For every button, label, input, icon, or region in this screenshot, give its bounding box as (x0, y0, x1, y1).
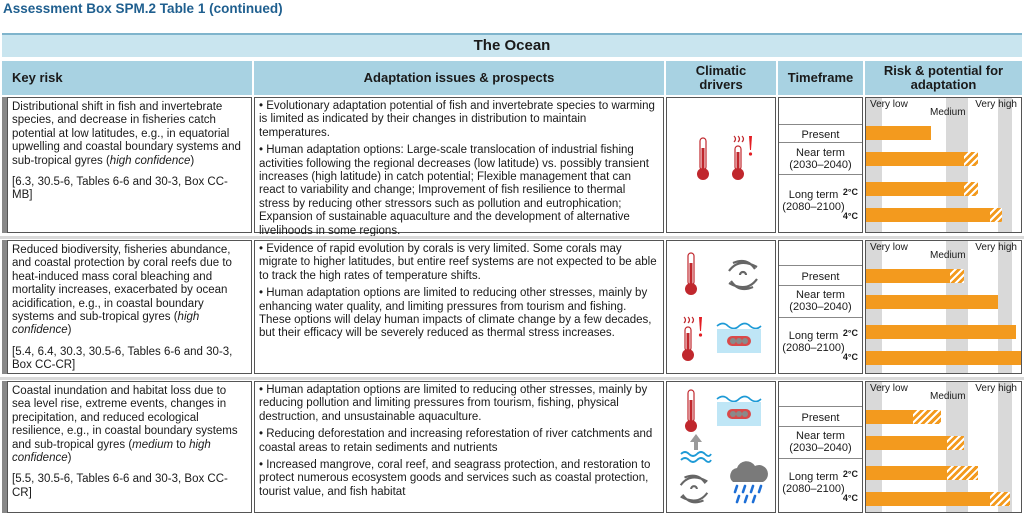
adaptation-point: • Human adaptation options: Large-scale … (259, 144, 649, 237)
adaptation-potential-long4 (990, 492, 1010, 506)
ocean-acidification-icon (716, 322, 762, 353)
extreme-temperature-icon (732, 135, 753, 180)
scale-medium: Medium (930, 107, 966, 118)
scale-very-low: Very low (870, 99, 908, 110)
risk-bar-long4 (866, 208, 990, 222)
timeframe-near-term: Near term (796, 147, 845, 159)
risk-bar-present (866, 269, 950, 283)
timeframe-present: Present (801, 129, 840, 141)
warming-trend-icon (685, 389, 697, 432)
adaptation-point: • Evolutionary adaptation potential of f… (259, 100, 655, 139)
cyclone-icon (679, 474, 709, 504)
drivers-cell-3 (666, 381, 776, 513)
risk-text: Reduced biodiversity, fisheries abundanc… (12, 244, 232, 337)
four-degree-label: 4°C (842, 352, 858, 362)
header-timeframe: Timeframe (778, 61, 863, 95)
scale-very-low: Very low (870, 242, 908, 253)
ocean-acidification-icon (716, 395, 762, 426)
timeframe-long-years: (2080–2100) (782, 342, 845, 354)
risk-panel-2: Very low Medium Very high (865, 240, 1022, 374)
timeframe-near-years: (2030–2040) (789, 301, 852, 313)
timeframe-cell-1: Present Near term (2030–2040) Long term … (778, 97, 863, 233)
adaptation-potential-long4 (990, 208, 1002, 222)
adaptation-potential-long2 (964, 182, 978, 196)
scale-very-high: Very high (975, 99, 1017, 110)
scale-medium: Medium (930, 391, 966, 402)
timeframe-long-years: (2080–2100) (782, 483, 845, 495)
scale-very-low: Very low (870, 383, 908, 394)
risk-references: [6.3, 30.5-6, Tables 6-6 and 30-3, Box C… (12, 176, 228, 202)
risk-cell-2: Reduced biodiversity, fisheries abundanc… (7, 240, 252, 374)
drivers-cell-2 (666, 240, 776, 374)
risk-bar-present (866, 410, 913, 424)
scale-very-high: Very high (975, 383, 1017, 394)
row-marker (2, 381, 7, 513)
warming-trend-icon (697, 137, 709, 180)
risk-text: Distributional shift in fish and inverte… (12, 101, 241, 167)
cyclone-icon (728, 259, 758, 291)
adaptation-potential-near (964, 152, 978, 166)
risk-references: [5.4, 6.4, 30.3, 30.5-6, Tables 6-6 and … (12, 345, 233, 372)
risk-bar-present (866, 126, 931, 140)
adaptation-potential-present (950, 269, 964, 283)
risk-bar-near (866, 436, 947, 450)
adaptation-potential-near (947, 436, 964, 450)
extreme-temperature-icon (682, 316, 703, 361)
precipitation-icon (730, 461, 768, 504)
header-risk-potential: Risk & potential for adaptation (865, 61, 1022, 95)
timeframe-cell-3: Present Near term (2030–2040) Long term … (778, 381, 863, 513)
risk-bar-long4 (866, 492, 990, 506)
row-marker (2, 240, 7, 374)
risk-cell-1: Distributional shift in fish and inverte… (7, 97, 252, 233)
timeframe-present: Present (801, 412, 840, 424)
risk-panel-3: Very low Medium Very high (865, 381, 1022, 513)
adaptation-point: • Increased mangrove, coral reef, and se… (259, 459, 651, 498)
adaptation-point: • Human adaptation options are limited t… (259, 287, 652, 340)
risk-bar-near (866, 295, 998, 309)
two-degree-label: 2°C (842, 469, 858, 479)
document-title: Assessment Box SPM.2 Table 1 (continued) (3, 1, 283, 16)
header-drivers: Climatic drivers (666, 61, 776, 95)
header-key-risk: Key risk (2, 61, 252, 95)
timeframe-long-term: Long term (788, 330, 839, 342)
header-adaptation: Adaptation issues & prospects (254, 61, 664, 95)
drivers-cell-1 (666, 97, 776, 233)
timeframe-near-years: (2030–2040) (789, 159, 852, 171)
risk-bar-long4 (866, 351, 1021, 365)
risk-cell-3: Coastal inundation and habitat loss due … (7, 381, 252, 513)
risk-bar-long2 (866, 466, 947, 480)
risk-panel-1: Very low Medium Very high (865, 97, 1022, 233)
risk-text: Coastal inundation and habitat loss due … (12, 385, 238, 465)
four-degree-label: 4°C (842, 211, 858, 221)
two-degree-label: 2°C (842, 187, 858, 197)
adaptation-point: • Reducing deforestation and increasing … (259, 428, 653, 454)
risk-bar-long2 (866, 325, 1016, 339)
adaptation-cell-2: • Evidence of rapid evolution by corals … (254, 240, 664, 374)
adaptation-potential-long2 (947, 466, 978, 480)
row-marker (2, 97, 7, 233)
warming-trend-icon (685, 252, 697, 295)
timeframe-long-term: Long term (788, 189, 839, 201)
risk-references: [5.5, 30.5-6, Tables 6-6 and 30-3, Box C… (12, 473, 228, 499)
timeframe-cell-2: Present Near term (2030–2040) Long term … (778, 240, 863, 374)
two-degree-label: 2°C (842, 328, 858, 338)
timeframe-present: Present (801, 271, 840, 283)
adaptation-cell-1: • Evolutionary adaptation potential of f… (254, 97, 664, 237)
risk-bar-long2 (866, 182, 964, 196)
scale-very-high: Very high (975, 242, 1017, 253)
timeframe-long-term: Long term (788, 471, 839, 483)
adaptation-point: • Human adaptation options are limited t… (259, 384, 648, 423)
sea-level-icon (680, 434, 712, 463)
section-band: The Ocean (2, 33, 1022, 57)
four-degree-label: 4°C (842, 493, 858, 503)
risk-bar-near (866, 152, 964, 166)
timeframe-near-years: (2030–2040) (789, 442, 852, 454)
timeframe-long-years: (2080–2100) (782, 201, 845, 213)
timeframe-near-term: Near term (796, 289, 845, 301)
adaptation-point: • Evidence of rapid evolution by corals … (259, 243, 657, 282)
adaptation-potential-present (913, 410, 941, 424)
scale-medium: Medium (930, 250, 966, 261)
timeframe-near-term: Near term (796, 430, 845, 442)
adaptation-cell-3: • Human adaptation options are limited t… (254, 381, 664, 513)
